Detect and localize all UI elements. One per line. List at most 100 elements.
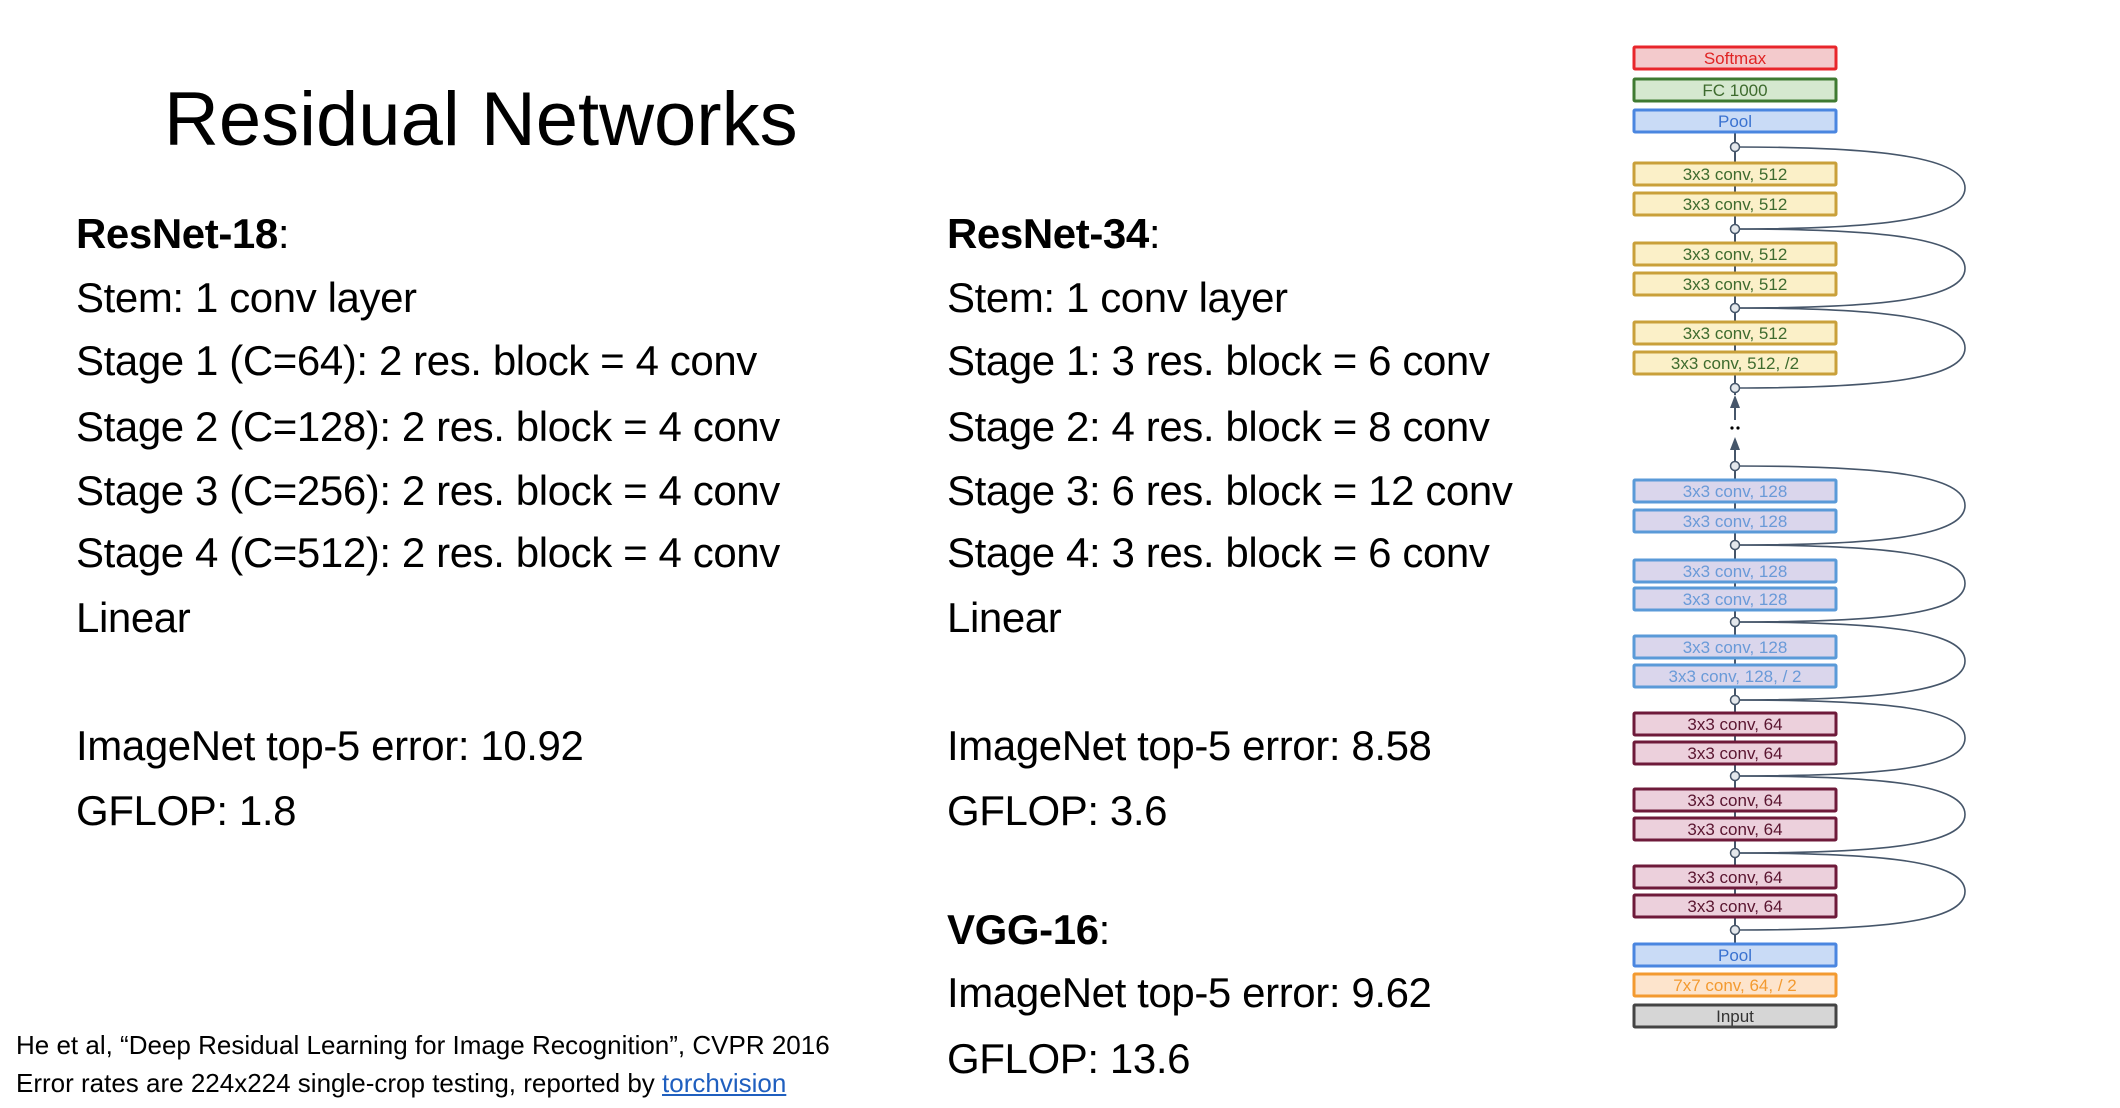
layer-box-c64 <box>1632 816 1838 842</box>
skip-connection <box>1734 544 1966 623</box>
resnet34-line: Stage 1: 3 res. block = 6 conv <box>947 337 1490 384</box>
layer-box-input <box>1632 1003 1838 1029</box>
footnote: Error rates are 224x224 single-crop test… <box>16 1065 786 1101</box>
layer-label: 3x3 conv, 512, /2 <box>1671 354 1799 373</box>
layer-label: 3x3 conv, 512 <box>1683 324 1788 343</box>
resnet34-line: Stage 4: 3 res. block = 6 conv <box>947 529 1490 576</box>
layer-label: 7x7 conv, 64, / 2 <box>1673 976 1796 995</box>
add-node <box>1729 223 1741 235</box>
skip-connection <box>1734 852 1966 931</box>
resnet18-gflop: GFLOP: 1.8 <box>76 787 297 834</box>
resnet18-line: Linear <box>76 594 191 641</box>
up-arrow-icon <box>1730 395 1740 408</box>
layer-box-c128 <box>1632 663 1838 689</box>
resnet34-heading-text: ResNet-34 <box>947 210 1149 257</box>
ellipsis-dot <box>1730 426 1734 430</box>
layer-box-softmax <box>1632 45 1838 71</box>
layer-label: 3x3 conv, 64 <box>1687 897 1782 916</box>
up-arrow-icon <box>1730 437 1740 450</box>
torchvision-link[interactable]: torchvision <box>662 1068 787 1098</box>
layer-box-c128 <box>1632 508 1838 534</box>
layer-box-fc <box>1632 77 1838 103</box>
add-node <box>1729 539 1741 551</box>
add-node <box>1729 141 1741 153</box>
citation: He et al, “Deep Residual Learning for Im… <box>16 1030 830 1060</box>
add-node <box>1729 460 1741 472</box>
layer-label: Pool <box>1718 946 1752 965</box>
resnet34-line: Linear <box>947 594 1062 641</box>
resnet18-line: Stage 2 (C=128): 2 res. block = 4 conv <box>76 403 780 450</box>
resnet18-line: Stem: 1 conv layer <box>76 274 417 321</box>
layer-box-c512 <box>1632 320 1838 346</box>
layer-label: 3x3 conv, 64 <box>1687 744 1782 763</box>
layer-box-c512 <box>1632 161 1838 187</box>
resnet18-error: ImageNet top-5 error: 10.92 <box>76 722 584 769</box>
layer-label: Pool <box>1718 112 1752 131</box>
resnet18-line: Stage 4 (C=512): 2 res. block = 4 conv <box>76 529 780 576</box>
layer-label: 3x3 conv, 512 <box>1683 195 1788 214</box>
layer-box-c64 <box>1632 740 1838 766</box>
add-node <box>1729 382 1741 394</box>
vgg16-gflop: GFLOP: 13.6 <box>947 1035 1191 1082</box>
layer-label: 3x3 conv, 64 <box>1687 868 1782 887</box>
layer-label: 3x3 conv, 512 <box>1683 165 1788 184</box>
skip-connection <box>1734 621 1966 701</box>
skip-connection <box>1734 775 1966 854</box>
add-node <box>1729 616 1741 628</box>
layer-box-c512 <box>1632 241 1838 267</box>
layer-box-c512 <box>1632 191 1838 217</box>
layer-box-c64 <box>1632 864 1838 890</box>
layer-label: 3x3 conv, 128 <box>1683 482 1788 501</box>
layer-box-c128 <box>1632 478 1838 504</box>
layer-box-c64 <box>1632 711 1838 737</box>
layer-box-c512 <box>1632 271 1838 297</box>
layer-label: 3x3 conv, 512 <box>1683 245 1788 264</box>
layer-label: 3x3 conv, 64 <box>1687 820 1782 839</box>
layer-box-pool <box>1632 108 1838 134</box>
layer-label: Softmax <box>1704 49 1767 68</box>
layer-label: 3x3 conv, 128 <box>1683 512 1788 531</box>
layer-box-c64 <box>1632 787 1838 813</box>
resnet34-gflop: GFLOP: 3.6 <box>947 787 1168 834</box>
skip-connection <box>1734 307 1966 389</box>
add-node <box>1729 847 1741 859</box>
layer-label: 3x3 conv, 128 <box>1683 562 1788 581</box>
layer-box-c128 <box>1632 634 1838 660</box>
layer-box-c512 <box>1632 350 1838 376</box>
skip-connection <box>1734 465 1966 546</box>
layer-box-c64 <box>1632 893 1838 919</box>
resnet34-line: Stem: 1 conv layer <box>947 274 1288 321</box>
resnet34-error: ImageNet top-5 error: 8.58 <box>947 722 1432 769</box>
layer-label: 3x3 conv, 64 <box>1687 715 1782 734</box>
layer-box-c128 <box>1632 586 1838 612</box>
layer-box-pool <box>1632 942 1838 968</box>
layer-label: FC 1000 <box>1702 81 1767 100</box>
slide-title: Residual Networks <box>164 77 798 162</box>
vgg16-heading: VGG-16: <box>947 906 1110 953</box>
resnet18-heading-text: ResNet-18 <box>76 210 278 257</box>
add-node <box>1729 694 1741 706</box>
layer-label: 3x3 conv, 64 <box>1687 791 1782 810</box>
resnet18-line: Stage 3 (C=256): 2 res. block = 4 conv <box>76 467 780 514</box>
resnet34-heading: ResNet-34: <box>947 210 1161 257</box>
layer-label: 3x3 conv, 128 <box>1683 590 1788 609</box>
vgg16-error: ImageNet top-5 error: 9.62 <box>947 969 1432 1016</box>
layer-box-c128 <box>1632 558 1838 584</box>
add-node <box>1729 924 1741 936</box>
resnet34-line: Stage 3: 6 res. block = 12 conv <box>947 467 1513 514</box>
add-node <box>1729 302 1741 314</box>
resnet34-line: Stage 2: 4 res. block = 8 conv <box>947 403 1490 450</box>
skip-connection <box>1734 699 1966 777</box>
layer-label: 3x3 conv, 128, / 2 <box>1669 667 1802 686</box>
layer-label: Input <box>1716 1007 1754 1026</box>
skip-connection <box>1734 228 1966 309</box>
layer-label: 3x3 conv, 128 <box>1683 638 1788 657</box>
layer-box-stem <box>1632 972 1838 998</box>
add-node <box>1729 770 1741 782</box>
layer-label: 3x3 conv, 512 <box>1683 275 1788 294</box>
ellipsis-dot <box>1736 426 1740 430</box>
resnet18-heading: ResNet-18: <box>76 210 290 257</box>
skip-connection <box>1734 146 1966 230</box>
resnet18-line: Stage 1 (C=64): 2 res. block = 4 conv <box>76 337 757 384</box>
